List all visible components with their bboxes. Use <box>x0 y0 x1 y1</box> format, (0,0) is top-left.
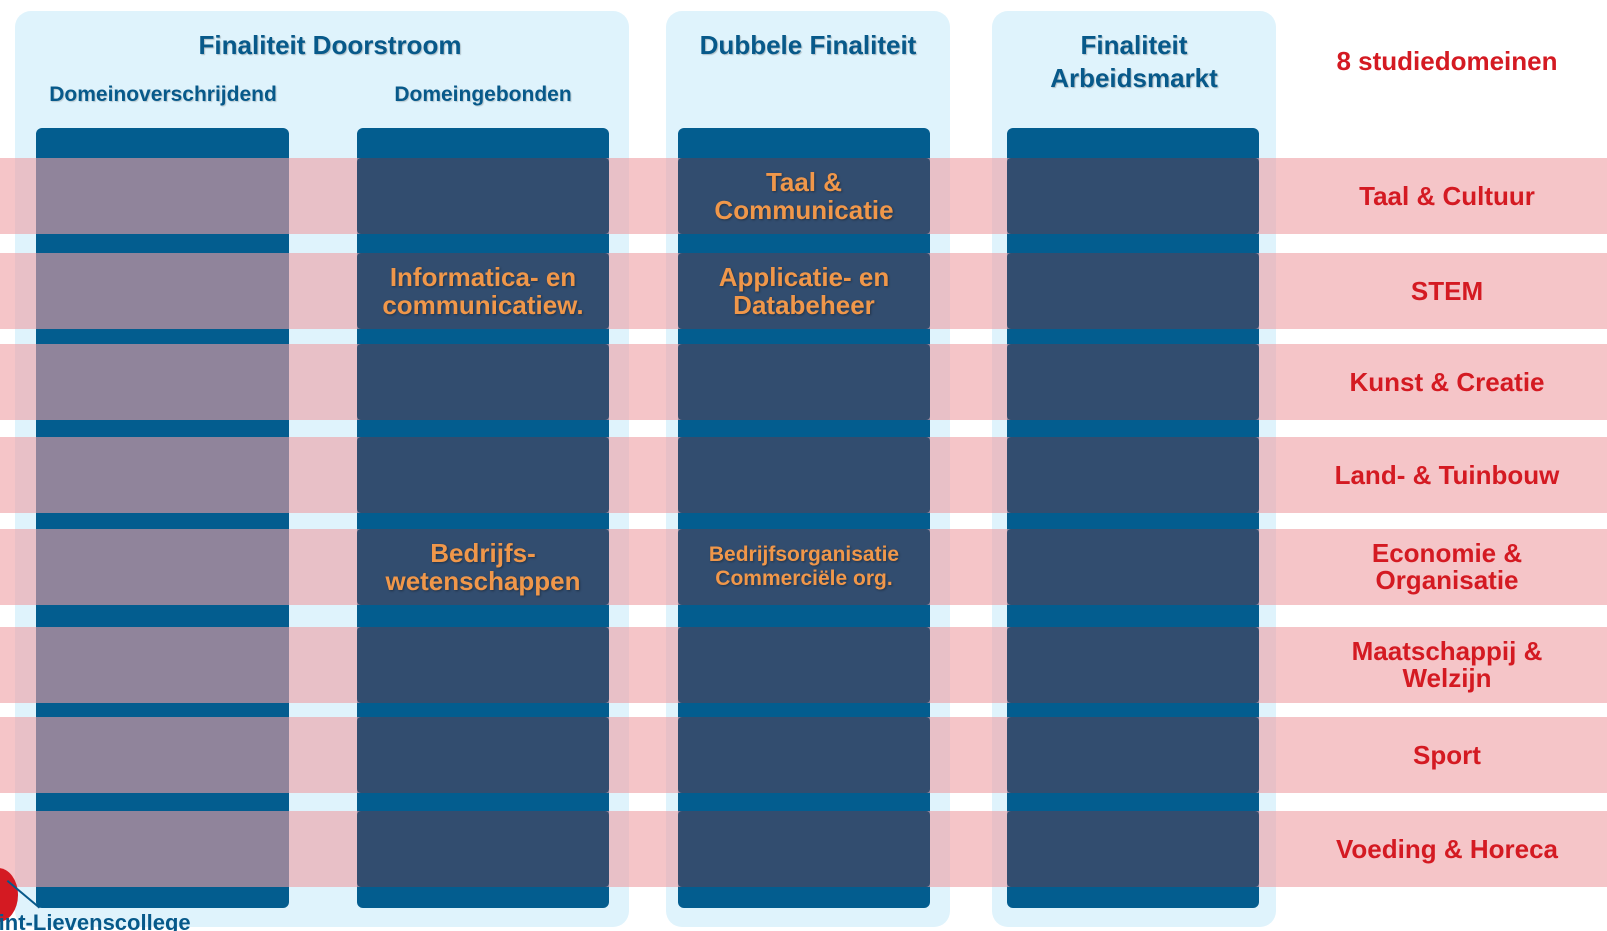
cell-domeingebonden-sport <box>357 717 609 793</box>
domain-label-line1: Taal & Cultuur <box>1359 180 1535 211</box>
domain-label-economie-organisatie: Economie &Organisatie <box>1277 529 1607 605</box>
cell-bedrijfswetenschappen-line2: wetenschappen <box>385 566 581 596</box>
cell-dubbele-voeding <box>678 811 930 887</box>
cell-dubbele-kunst <box>678 344 930 420</box>
cell-arbeidsmarkt-sport <box>1007 717 1259 793</box>
cell-domeingebonden-taal <box>357 158 609 234</box>
cell-bedrijfswetenschappen: Bedrijfs-wetenschappen <box>357 529 609 605</box>
subheader-domeinoverschrijdend: Domeinoverschrijdend <box>49 83 277 106</box>
cell-taal-communicatie-line1: Taal & <box>765 167 843 197</box>
header-arbeidsmarkt: Finaliteit Arbeidsmarkt <box>992 29 1276 95</box>
cell-dubbele-sport <box>678 717 930 793</box>
domain-label-line1: Maatschappij & <box>1351 636 1543 666</box>
cell-arbeidsmarkt-maatschappij <box>1007 627 1259 703</box>
cell-bedrijfswetenschappen-line1: Bedrijfs- <box>430 538 536 568</box>
domain-label-line1: Land- & Tuinbouw <box>1334 459 1560 490</box>
school-logo-icon <box>0 868 18 922</box>
cell-dubbele-land <box>678 437 930 513</box>
school-logo-text: Sint-Lievenscollege <box>0 911 191 931</box>
cell-taal-communicatie: Taal &Communicatie <box>678 158 930 234</box>
cell-bedrijfsorganisatie-line1: Bedrijfsorganisatie <box>708 543 900 566</box>
cell-taal-communicatie-line2: Communicatie <box>714 195 894 225</box>
cell-arbeidsmarkt-kunst <box>1007 344 1259 420</box>
domain-label-kunst-creatie: Kunst & Creatie <box>1277 344 1607 420</box>
domain-label-line2: Organisatie <box>1375 565 1519 595</box>
domain-label-maatschappij-welzijn: Maatschappij &Welzijn <box>1277 627 1607 703</box>
domain-label-stem: STEM <box>1277 253 1607 329</box>
header-dubbele-finaliteit: Dubbele Finaliteit <box>699 30 917 60</box>
cell-arbeidsmarkt-voeding <box>1007 811 1259 887</box>
cell-domeingebonden-land <box>357 437 609 513</box>
subheader-domeingebonden: Domeingebonden <box>394 83 572 106</box>
domain-label-line1: Kunst & Creatie <box>1349 366 1545 397</box>
cell-domeingebonden-voeding <box>357 811 609 887</box>
domain-label-land-tuinbouw: Land- & Tuinbouw <box>1277 437 1607 513</box>
header-studiedomeinen: 8 studiedomeinen <box>1336 46 1558 76</box>
header-doorstroom: Finaliteit Doorstroom <box>198 30 462 60</box>
header-arbeidsmarkt-line1: Finaliteit <box>1080 30 1188 60</box>
domain-label-line1: Voeding & Horeca <box>1335 833 1558 864</box>
cell-informatica-line1: Informatica- en <box>389 262 577 292</box>
cell-applicatie-line2: Databeheer <box>733 290 875 320</box>
cell-arbeidsmarkt-taal <box>1007 158 1259 234</box>
cell-domeingebonden-kunst <box>357 344 609 420</box>
cell-arbeidsmarkt-economie <box>1007 529 1259 605</box>
domain-label-taal-cultuur: Taal & Cultuur <box>1277 158 1607 234</box>
domain-label-line2: Welzijn <box>1402 663 1492 693</box>
domain-label-line1: Sport <box>1413 739 1481 770</box>
cell-dubbele-maatschappij <box>678 627 930 703</box>
cell-domeingebonden-maatschappij <box>357 627 609 703</box>
domain-label-sport: Sport <box>1277 717 1607 793</box>
cell-bedrijfsorganisatie-line2: Commerciële org. <box>715 567 893 590</box>
cell-arbeidsmarkt-land <box>1007 437 1259 513</box>
domain-label-line1: STEM <box>1410 275 1484 306</box>
domain-label-line1: Economie & <box>1371 538 1523 568</box>
cell-applicatie-line1: Applicatie- en <box>718 262 890 292</box>
cell-arbeidsmarkt-stem <box>1007 253 1259 329</box>
header-arbeidsmarkt-line2: Arbeidsmarkt <box>1050 63 1218 93</box>
cell-informatica-line2: communicatiew. <box>382 290 584 320</box>
domain-label-voeding-horeca: Voeding & Horeca <box>1277 811 1607 887</box>
